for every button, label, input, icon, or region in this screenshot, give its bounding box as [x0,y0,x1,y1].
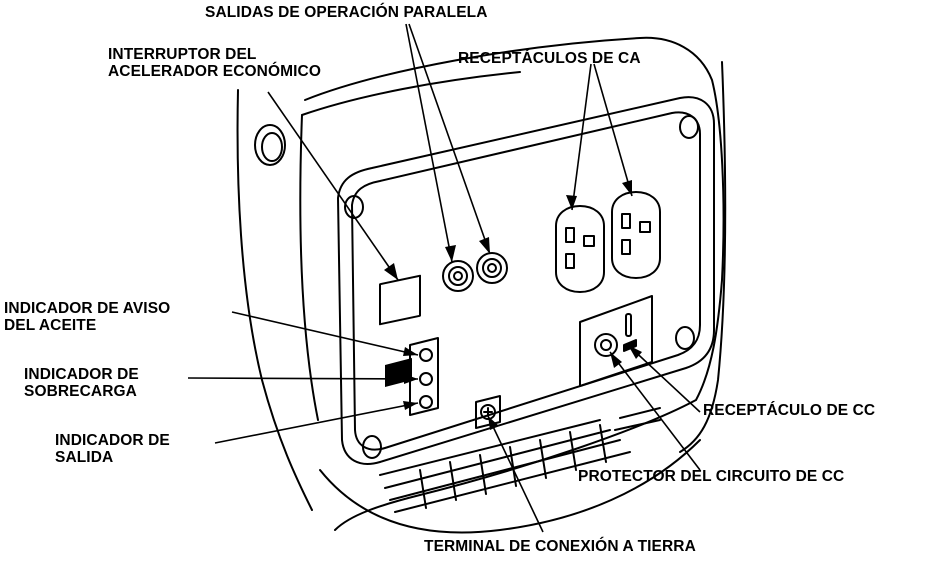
leader-dc-breaker [609,351,701,471]
leader-ground [487,415,544,533]
leader-oil-alert [231,311,419,356]
leader-overload [187,377,419,380]
eco-throttle-switch [379,274,421,326]
housing-right-edge [679,61,727,453]
panel-face [351,111,701,451]
screw-bottom-right [675,326,695,350]
leader-output [214,402,419,444]
indicator-block [409,337,439,416]
label-dc-receptacle: RECEPTÁCULO DE CC [703,402,876,419]
label-ground-terminal: TERMINAL DE CONEXIÓN A TIERRA [424,538,696,555]
housing-bottom-curve [319,439,701,534]
leader-eco-throttle [267,91,399,281]
output-lamp [419,395,433,409]
leader-parallel-right [408,23,491,255]
housing-left-edge [236,89,313,511]
leader-dc-receptacle [627,344,701,413]
overload-lamp [419,372,433,386]
parallel-outlet-right [476,252,508,284]
ac-receptacle-left [555,205,605,293]
ac-receptacle-right [611,191,661,279]
housing-front-outline [304,36,725,531]
oil-alert-lamp [419,348,433,362]
housing-left-edge-inner [299,114,319,421]
dc-receptacle [625,313,632,337]
leader-ac-right [593,63,633,197]
vent-slots [379,407,661,513]
leader-ac-left [571,63,592,211]
screw-top-right [679,115,699,139]
panel-bezel [337,96,715,465]
screw-top-left [344,195,364,219]
dc-breaker [594,333,618,357]
housing-bolt [254,124,286,166]
ground-terminal [475,395,501,429]
parallel-outlet-left [442,260,474,292]
leader-parallel-left [405,23,453,263]
label-parallel-outlets: SALIDAS DE OPERACIÓN PARALELA [205,4,488,21]
label-ac-receptacles: RECEPTÁCULOS DE CA [458,50,641,67]
screw-bottom-left [362,435,382,459]
housing-top-curve [301,71,521,116]
dc-panel [579,295,653,387]
label-dc-circuit-protector: PROTECTOR DEL CIRCUITO DE CC [578,468,845,485]
